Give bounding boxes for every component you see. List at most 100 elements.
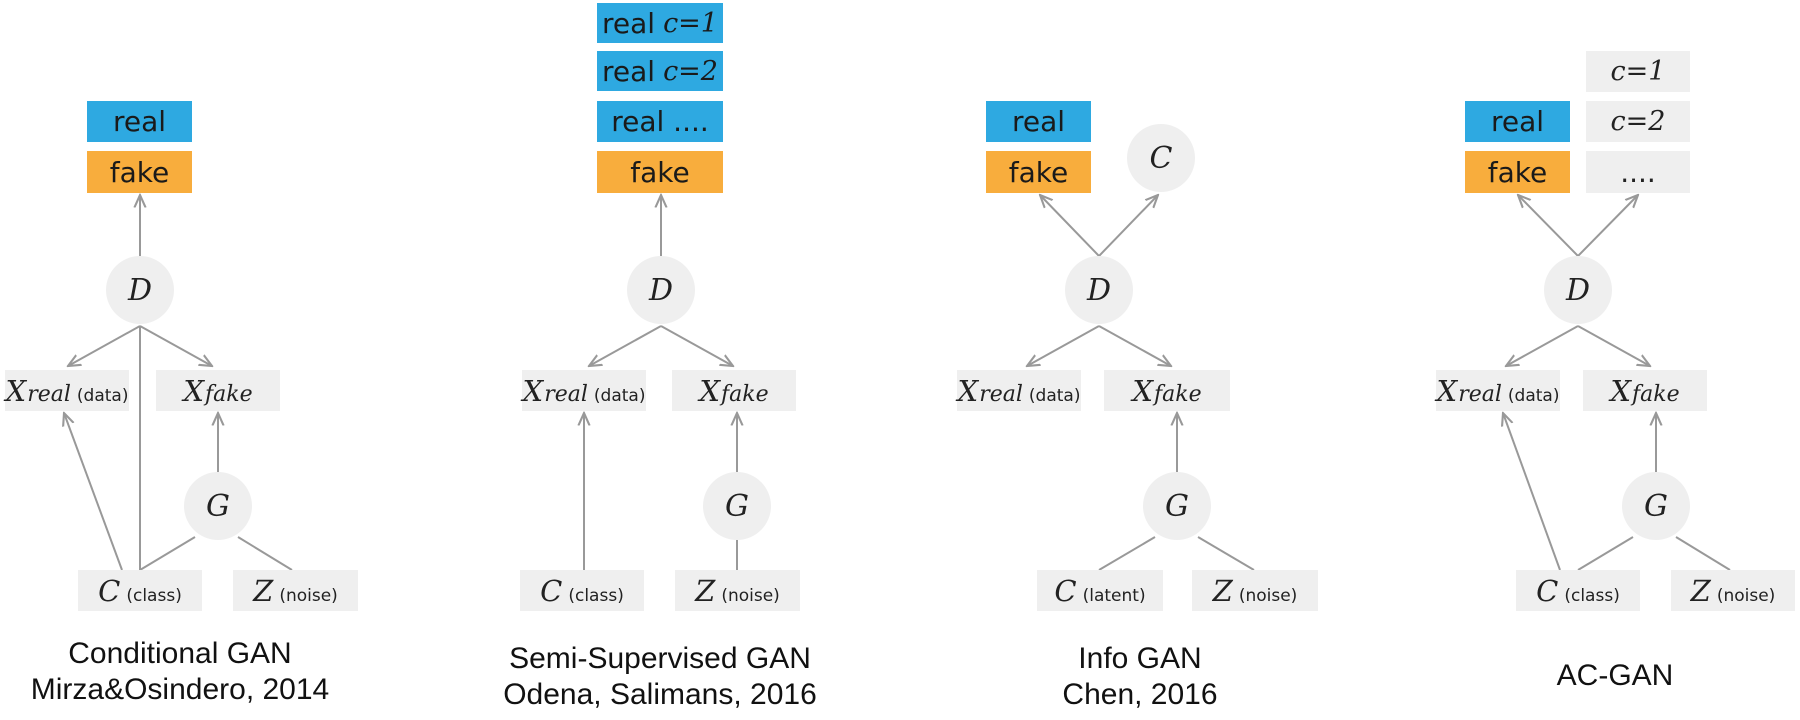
caption-citation: Chen, 2016 xyxy=(1062,678,1218,711)
class-output-more-box: .... xyxy=(1586,151,1690,193)
class-output-c1-box: c=1 xyxy=(1586,51,1690,92)
latent-output-node: C xyxy=(1127,124,1195,192)
edge-d-to-output xyxy=(1518,195,1579,257)
output-real-label: real xyxy=(602,54,656,88)
z-note: (noise) xyxy=(1716,585,1776,606)
caption: Conditional GAN Mirza&Osindero, 2014 xyxy=(20,636,340,708)
generator-node: G xyxy=(703,472,771,540)
edge-d-to-xfake xyxy=(1098,325,1171,366)
z-note: (noise) xyxy=(279,585,338,606)
edge-d-to-output xyxy=(1040,195,1100,257)
c-class-box: C(class) xyxy=(78,570,202,611)
x-real-note: (data) xyxy=(1028,385,1081,406)
z-note: (noise) xyxy=(721,585,780,606)
x-real-note: (data) xyxy=(593,385,646,406)
c-symbol: C xyxy=(540,573,563,608)
output-fake-box: fake xyxy=(1465,151,1570,193)
c-note: (class) xyxy=(568,585,624,606)
edge-c-to-g xyxy=(139,536,196,571)
caption-title: AC-GAN xyxy=(1556,659,1674,692)
c-class-box: C(class) xyxy=(1516,570,1640,611)
output-class-label: c=1 xyxy=(663,7,718,39)
edge-d-to-xfake xyxy=(139,325,212,366)
output-fake-box: fake xyxy=(87,151,192,193)
output-real-label: real xyxy=(602,6,656,40)
c-note: (class) xyxy=(126,585,182,606)
z-note: (noise) xyxy=(1238,585,1298,606)
generator-node: G xyxy=(184,472,252,540)
discriminator-node: D xyxy=(1065,256,1133,324)
edge-d-to-xreal xyxy=(68,325,141,366)
caption-title: Info GAN xyxy=(1078,642,1202,675)
c-symbol: C xyxy=(1054,573,1077,608)
edge-z-to-g xyxy=(1197,536,1255,571)
edge-d-to-xfake xyxy=(660,325,733,366)
caption-title: Semi-Supervised GAN xyxy=(509,642,811,675)
c-symbol: C xyxy=(98,573,121,608)
z-symbol: Z xyxy=(253,573,274,608)
edge-d-to-xreal xyxy=(1506,325,1579,366)
c-note: (latent) xyxy=(1082,585,1146,606)
output-fake-box: fake xyxy=(597,151,723,193)
z-symbol: Z xyxy=(1212,573,1233,608)
edge-d-to-xreal xyxy=(1027,325,1100,366)
caption: AC-GAN xyxy=(1480,658,1750,694)
x-real-symbol: X xyxy=(5,373,27,408)
edge-c-to-xreal xyxy=(64,413,123,571)
c-symbol: C xyxy=(1536,573,1559,608)
output-real-box: real xyxy=(87,101,192,142)
class-output-c2-box: c=2 xyxy=(1586,101,1690,142)
c-class-box: C(class) xyxy=(520,570,644,611)
caption: Info GAN Chen, 2016 xyxy=(990,641,1290,713)
edge-d-to-class xyxy=(1577,195,1638,257)
x-fake-sub: fake xyxy=(1632,381,1680,407)
x-fake-sub: fake xyxy=(205,381,253,407)
discriminator-node: D xyxy=(627,256,695,324)
x-real-sub: real xyxy=(979,381,1023,407)
x-real-sub: real xyxy=(1458,381,1502,407)
z-noise-box: Z(noise) xyxy=(675,570,800,611)
x-fake-symbol: X xyxy=(699,373,721,408)
discriminator-node: D xyxy=(106,256,174,324)
edge-d-to-xreal xyxy=(589,325,662,366)
x-real-note: (data) xyxy=(1507,385,1560,406)
edge-d-to-xfake xyxy=(1577,325,1650,366)
caption-citation: Mirza&Osindero, 2014 xyxy=(30,673,330,706)
x-real-symbol: X xyxy=(522,373,544,408)
caption-citation: Odena, Salimans, 2016 xyxy=(503,678,817,711)
x-fake-symbol: X xyxy=(1132,373,1154,408)
x-fake-sub: fake xyxy=(721,381,769,407)
edge-c-to-g xyxy=(1098,536,1156,571)
c-latent-box: C(latent) xyxy=(1037,570,1163,611)
discriminator-node: D xyxy=(1544,256,1612,324)
x-fake-sub: fake xyxy=(1154,381,1202,407)
output-fake-box: fake xyxy=(986,151,1091,193)
edge-z-to-g xyxy=(1675,536,1731,571)
caption: Semi-Supervised GAN Odena, Salimans, 201… xyxy=(480,641,840,713)
z-noise-box: Z(noise) xyxy=(1671,570,1795,611)
x-fake-symbol: X xyxy=(1610,373,1632,408)
generator-node: G xyxy=(1622,472,1690,540)
output-class-label: c=2 xyxy=(663,55,718,87)
edge-c-to-g xyxy=(1577,536,1634,571)
x-real-symbol: X xyxy=(1436,373,1458,408)
output-real-box: real xyxy=(1465,101,1570,142)
edge-c-to-xreal xyxy=(1503,413,1561,571)
z-noise-box: Z(noise) xyxy=(1192,570,1318,611)
generator-node: G xyxy=(1143,472,1211,540)
x-real-symbol: X xyxy=(957,373,979,408)
edge-z-to-g xyxy=(237,536,293,571)
x-real-sub: real xyxy=(544,381,588,407)
z-symbol: Z xyxy=(695,573,716,608)
c-note: (class) xyxy=(1564,585,1620,606)
